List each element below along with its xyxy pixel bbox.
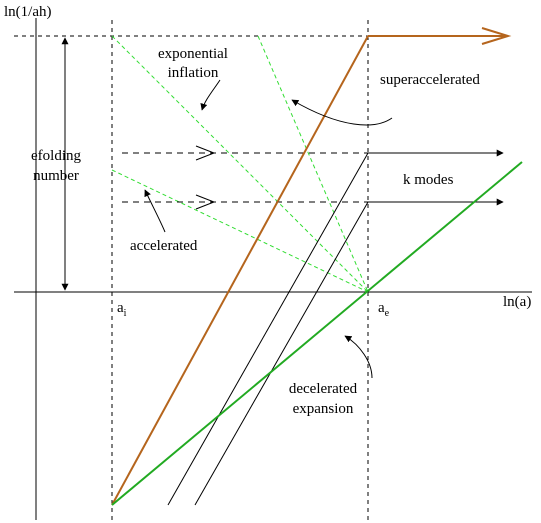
- exponential-label-2: inflation: [168, 65, 219, 81]
- accelerated-label: accelerated: [130, 238, 198, 254]
- decelerated-label-1: decelerated: [289, 381, 358, 397]
- k-modes-label: k modes: [403, 172, 454, 188]
- x-axis-label: ln(a): [503, 294, 531, 310]
- horizon-green-line: [111, 161, 523, 506]
- decelerated-label-2: expansion: [293, 401, 354, 417]
- k-mode-dashed-lines: [122, 145, 368, 210]
- pointer-arrows: [144, 79, 393, 379]
- efolding-label-2: number: [33, 168, 79, 184]
- ai-tick-label: ai: [117, 300, 127, 319]
- y-axis-label: ln(1/ah): [4, 4, 51, 20]
- exponential-label-1: exponential: [158, 46, 228, 62]
- efolding-label-1: efolding: [31, 148, 81, 164]
- horizon-brown-line: [111, 27, 512, 506]
- superaccelerated-label: superaccelerated: [380, 72, 480, 88]
- dashed-fan-lines: [111, 35, 369, 293]
- ae-tick-label: ae: [378, 300, 390, 319]
- k-mode-solid-lines: [167, 149, 504, 506]
